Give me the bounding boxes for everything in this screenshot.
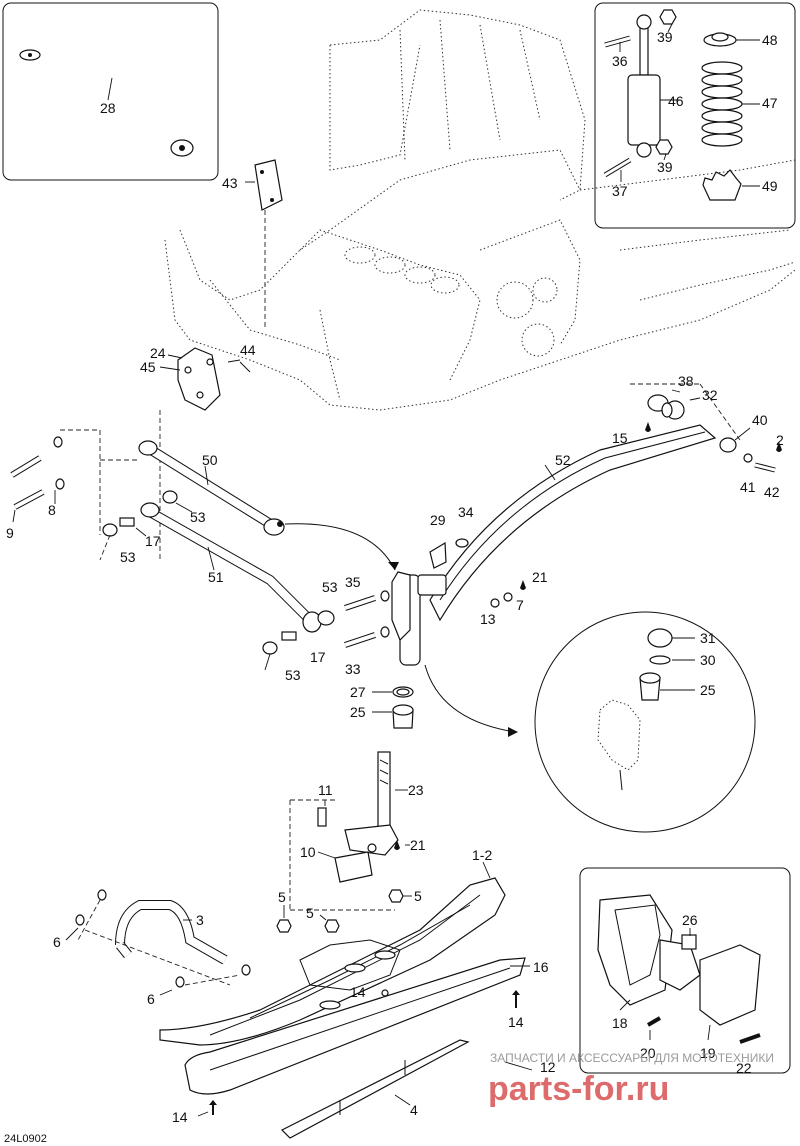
callout-15: 15 <box>612 430 628 446</box>
callout-51: 51 <box>208 569 224 585</box>
callout-17b: 17 <box>310 649 326 665</box>
spring-part[interactable] <box>701 61 743 147</box>
callout-3: 3 <box>196 912 204 928</box>
upper-radius-rod-part[interactable] <box>138 440 399 571</box>
ground-cable-part[interactable] <box>29 54 176 141</box>
plate-43-part[interactable] <box>245 159 283 330</box>
bolt-9-part[interactable] <box>10 429 140 535</box>
callout-43: 43 <box>222 175 238 191</box>
callout-32: 32 <box>702 387 718 403</box>
callout-9: 9 <box>6 525 14 541</box>
callout-14a: 14 <box>350 984 366 1000</box>
callout-34: 34 <box>458 504 474 520</box>
runner-part[interactable] <box>184 957 530 1095</box>
detail-box-ski-leg <box>579 867 791 1074</box>
callout-5a: 5 <box>278 889 286 905</box>
callout-53d: 53 <box>285 667 301 683</box>
callout-8: 8 <box>48 502 56 518</box>
callout-49: 49 <box>762 178 778 194</box>
callout-25a: 25 <box>350 704 366 720</box>
callout-25b: 25 <box>700 682 716 698</box>
callout-42: 42 <box>764 484 780 500</box>
lower-radius-rod-part[interactable] <box>99 490 335 671</box>
callout-26: 26 <box>682 912 698 928</box>
watermark-brand: parts-for.ru <box>488 1070 669 1108</box>
callout-12: 12 <box>540 1059 556 1075</box>
watermark-tagline: ЗАПЧАСТИ И АКСЕССУАРЫ ДЛЯ МОТОТЕХНИКИ <box>490 1051 774 1065</box>
hardware-part[interactable] <box>197 889 533 1117</box>
callout-10: 10 <box>300 844 316 860</box>
callout-19: 19 <box>700 1045 716 1061</box>
spindle-bushing-part[interactable] <box>372 686 414 729</box>
callout-47: 47 <box>762 95 778 111</box>
callout-5b: 5 <box>306 905 314 921</box>
callout-28: 28 <box>100 100 116 116</box>
detail-circle <box>424 611 756 833</box>
callout-21a: 21 <box>532 569 548 585</box>
callout-5c: 5 <box>414 888 422 904</box>
watermark: ЗАПЧАСТИ И АКСЕССУАРЫ ДЛЯ МОТОТЕХНИКИ pa… <box>488 1051 774 1108</box>
bracket-24-part[interactable] <box>159 347 251 560</box>
callout-53b: 53 <box>120 549 136 565</box>
callout-23: 23 <box>408 782 424 798</box>
callout-50: 50 <box>202 452 218 468</box>
chassis-frame <box>164 9 796 411</box>
bolt-37-part[interactable] <box>603 157 632 178</box>
callout-53c: 53 <box>322 579 338 595</box>
callout-11: 11 <box>318 782 333 798</box>
bolt-35-part[interactable] <box>289 580 526 910</box>
trailing-arm-part[interactable] <box>391 424 717 666</box>
spindle-part[interactable] <box>344 751 410 856</box>
detail-box-shock <box>594 2 796 229</box>
callout-4: 4 <box>410 1102 418 1118</box>
ski-handle-part[interactable] <box>65 889 251 996</box>
callout-41: 41 <box>740 479 756 495</box>
bushing-set-part[interactable] <box>630 383 782 473</box>
callout-29: 29 <box>430 512 446 528</box>
callout-35: 35 <box>345 574 361 590</box>
shock-absorber-part[interactable] <box>627 14 661 158</box>
callout-48: 48 <box>762 32 778 48</box>
callout-39a: 39 <box>657 29 673 45</box>
callout-45: 45 <box>140 359 156 375</box>
callout-37: 37 <box>612 183 628 199</box>
callout-2: 2 <box>776 432 784 448</box>
detail-box-cable <box>2 2 219 181</box>
callout-24: 24 <box>150 345 166 361</box>
ski-part[interactable] <box>159 861 506 1046</box>
callout-52: 52 <box>555 452 571 468</box>
callout-40: 40 <box>752 412 768 428</box>
callout-30: 30 <box>700 652 716 668</box>
diagram-code: 24L0902 <box>4 1133 47 1145</box>
callout-38: 38 <box>678 373 694 389</box>
callout-33: 33 <box>345 661 361 677</box>
callout-31: 31 <box>700 630 716 646</box>
callout-labels: 28 43 36 39 46 39 37 48 47 49 24 44 45 3… <box>4 29 784 1145</box>
callout-1-2: 1-2 <box>472 847 492 863</box>
carbide-runner-part[interactable] <box>280 1039 470 1139</box>
callout-27: 27 <box>350 684 366 700</box>
callout-22: 22 <box>736 1060 752 1076</box>
callout-20: 20 <box>640 1045 656 1061</box>
callout-7: 7 <box>516 597 524 613</box>
callout-18: 18 <box>612 1015 628 1031</box>
callout-39b: 39 <box>657 159 673 175</box>
callout-16: 16 <box>533 959 549 975</box>
callout-21b: 21 <box>410 837 426 853</box>
callout-6b: 6 <box>147 991 155 1007</box>
callout-46: 46 <box>668 93 684 109</box>
bolt-36-part[interactable] <box>604 35 631 48</box>
callout-14c: 14 <box>172 1109 188 1125</box>
callout-44: 44 <box>240 342 256 358</box>
callout-14b: 14 <box>508 1014 524 1030</box>
callout-6a: 6 <box>53 934 61 950</box>
stopper-part[interactable] <box>290 799 395 911</box>
callout-17a: 17 <box>145 533 161 549</box>
callout-13: 13 <box>480 611 496 627</box>
callout-53a: 53 <box>190 509 206 525</box>
callout-36: 36 <box>612 53 628 69</box>
